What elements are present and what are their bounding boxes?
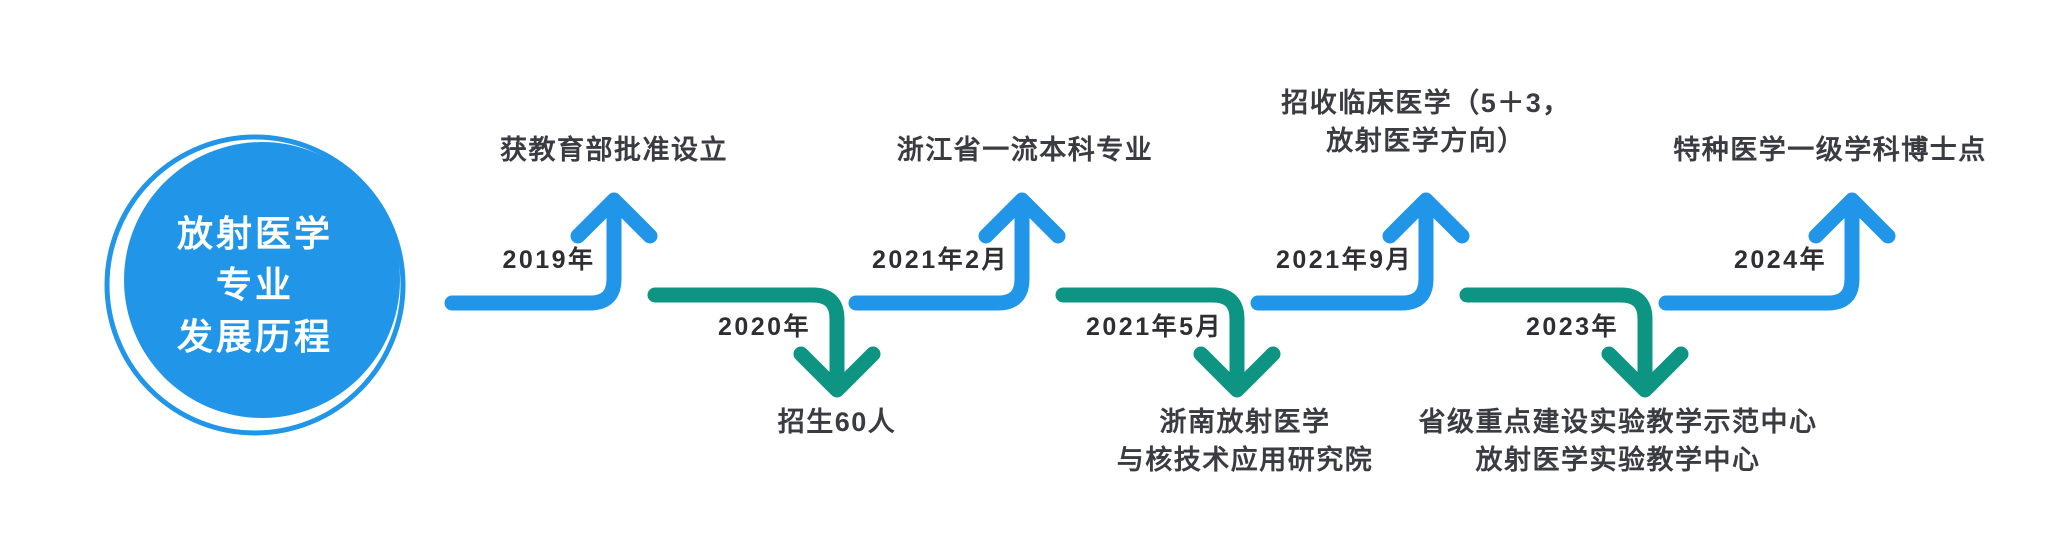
arrow-up-icon	[1808, 192, 1896, 244]
arrow-down-icon	[793, 346, 881, 398]
arrow-up-icon	[1382, 192, 1470, 244]
branch-2020	[647, 287, 881, 398]
year-label-2020: 2020年	[717, 313, 812, 341]
branch-2023	[1459, 287, 1689, 398]
arrow-up-icon	[978, 192, 1066, 244]
branch-2021-02	[848, 192, 1066, 311]
arrow-down-icon	[1193, 346, 1281, 398]
year-label-2021-09: 2021年9月	[1275, 246, 1414, 274]
event-label-2021-09-line2: 放射医学方向）	[1326, 126, 1526, 156]
event-label-2024: 特种医学一级学科博士点	[1673, 135, 1987, 165]
year-label-2024: 2024年	[1733, 246, 1828, 274]
year-label-2019: 2019年	[502, 246, 596, 274]
branch-2021-05	[1055, 287, 1281, 398]
event-label-2019: 获教育部批准设立	[500, 135, 728, 165]
event-label-2021-09-line1: 招收临床医学（5＋3，	[1281, 88, 1571, 118]
event-label-2023-line2: 放射医学实验教学中心	[1475, 445, 1761, 475]
year-label-2021-02: 2021年2月	[871, 246, 1010, 274]
branch-2024	[1658, 192, 1896, 311]
event-label-2021-05-line2: 与核技术应用研究院	[1116, 445, 1374, 475]
event-label-2020: 招生60人	[777, 407, 897, 437]
branch-2021-09	[1250, 192, 1470, 311]
year-label-2021-05: 2021年5月	[1085, 313, 1224, 341]
year-label-2023: 2023年	[1525, 313, 1620, 341]
event-label-2021-05-line1: 浙南放射医学	[1159, 407, 1331, 437]
arrow-down-icon	[1601, 346, 1689, 398]
event-label-2021-02: 浙江省一流本科专业	[896, 135, 1154, 165]
circle-badge-icon	[104, 134, 406, 436]
branch-2019	[444, 192, 658, 311]
event-label-2023-line1: 省级重点建设实验教学示范中心	[1418, 407, 1818, 437]
arrow-up-icon	[570, 192, 658, 244]
